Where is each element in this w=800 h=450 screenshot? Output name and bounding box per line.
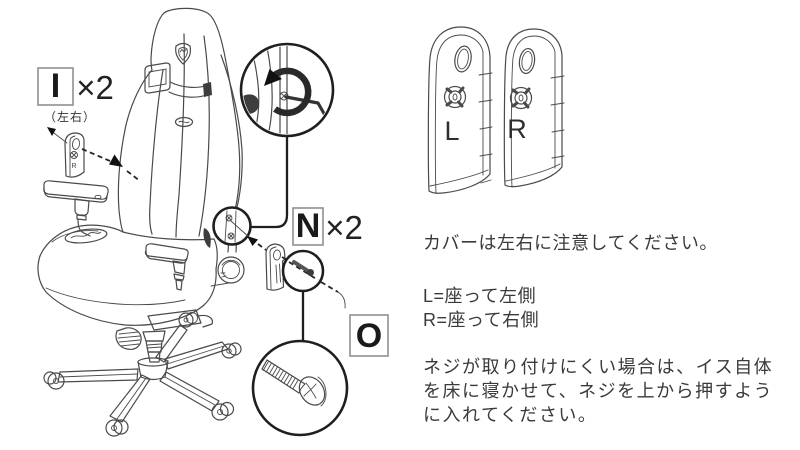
cover-right-letter: R [507,114,527,144]
left-armrest [43,180,109,237]
part-i-molded-letter: R [71,163,76,170]
thumbscrew-icon [509,86,533,110]
part-i-quantity: ×2 [76,69,114,106]
lr-covers-illustration: L R [427,26,565,194]
allen-key-magnifier [239,42,335,229]
legend-left-text: L=座って左側 [423,286,537,306]
mini-screw-icon [292,260,310,273]
cover-left-letter: L [444,116,459,146]
chair-drawing [37,7,245,437]
tip-text-line1: ネジが取り付けにくい場合は、イス自体 [423,357,774,377]
legend-right-text: R=座って右側 [423,310,540,330]
caution-text: カバーは左右に注意してください。 [423,233,718,253]
machine-screw-icon [261,359,327,407]
screw-magnifier [251,339,349,437]
lumbar-logo [174,116,194,128]
tip-text-line3: に入れてください。 [423,405,598,425]
screw-insert-magnifier [281,249,346,342]
label-part-i: I ×2 （左右） [37,67,114,124]
screw-bracket-magnifier [212,206,267,251]
hex-key-icon [284,95,328,119]
part-i-note: （左右） [44,109,96,124]
chair-assembly-illustration: I ×2 （左右） R [37,7,389,437]
part-o-letter: O [356,317,382,355]
brand-shield-icon [175,42,192,65]
caster-wheels [43,342,242,437]
label-part-o: O [349,314,389,357]
chair-base [43,309,242,437]
tip-text-line2: を床に寝かせて、ネジを上から押すよう [423,381,774,401]
label-part-n: N ×2 [292,207,363,246]
right-armrest [144,243,189,291]
part-i-letter: I [51,67,60,105]
cover-right-drawing: R [503,28,565,188]
part-n-quantity: ×2 [325,209,363,246]
part-n-letter: N [296,207,321,245]
cover-left-drawing: L [427,26,493,194]
part-n-cover-drawing [265,243,286,291]
thumbscrew-icon [443,85,467,109]
seat-emblem [64,228,108,244]
part-i-cover-drawing: R [47,127,141,182]
tilt-knob [217,256,245,284]
rotate-arrow [271,67,312,117]
